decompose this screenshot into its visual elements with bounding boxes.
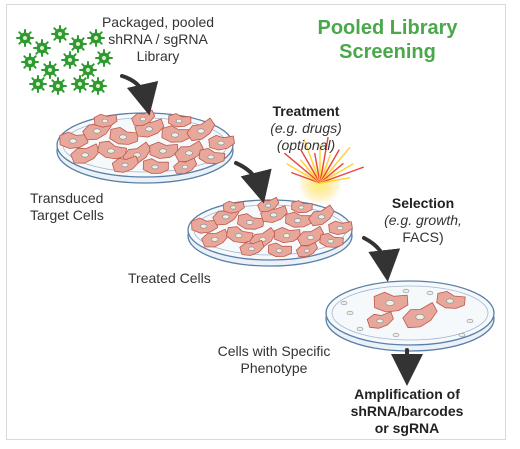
transduced-dish	[56, 109, 235, 184]
amplification-line3: or sgRNA	[374, 420, 440, 436]
cell-icon	[142, 158, 169, 174]
virus-particle-icon	[33, 39, 51, 57]
virus-particle-icon	[51, 25, 69, 43]
transduced-label: Transduced Target Cells	[30, 190, 104, 224]
treated-label: Treated Cells	[128, 270, 211, 286]
transduced-line1: Transduced	[30, 190, 104, 206]
selection-line2: FACS)	[402, 229, 444, 245]
cell-icon	[239, 240, 265, 256]
cell-debris-icon	[402, 288, 410, 294]
phenotype-dish	[325, 280, 495, 352]
cell-debris-icon	[346, 310, 354, 316]
cell-icon	[173, 157, 198, 174]
cell-icon	[291, 200, 313, 214]
figure-frame	[6, 4, 506, 440]
cell-icon	[402, 302, 438, 329]
library-line2: shRNA / sgRNA	[108, 31, 208, 47]
amplification-label: Amplification of shRNA/barcodes or sgRNA	[332, 386, 482, 437]
phenotype-label: Cells with Specific Phenotype	[204, 343, 344, 377]
virus-particle-icon	[49, 77, 67, 95]
library-label: Packaged, pooled shRNA / sgRNA Library	[88, 14, 228, 65]
cell-debris-icon	[458, 332, 466, 338]
treatment-example: (e.g. drugs)	[270, 120, 342, 136]
virus-particle-icon	[61, 51, 79, 69]
cell-icon	[93, 113, 118, 128]
treated-dish	[187, 197, 353, 267]
library-line3: Library	[136, 48, 180, 64]
cell-debris-icon	[466, 318, 474, 324]
virus-particle-icon	[95, 49, 113, 67]
selection-label: Selection (e.g. growth, FACS)	[368, 195, 478, 246]
treatment-note: (optional)	[276, 137, 336, 153]
amplification-line1: Amplification of	[354, 386, 460, 402]
cell-icon	[436, 291, 466, 309]
cell-debris-icon	[392, 332, 400, 338]
selection-heading: Selection	[391, 195, 455, 211]
virus-particle-icon	[29, 75, 47, 93]
virus-particle-icon	[89, 77, 107, 95]
cell-icon	[319, 233, 344, 248]
virus-library-cluster	[16, 25, 113, 95]
transduced-line2: Target Cells	[30, 207, 104, 223]
cell-icon	[109, 127, 139, 145]
arrow-transduced-to-treated	[234, 161, 272, 204]
diagram-title: Pooled Library Screening	[300, 16, 475, 64]
phenotype-line2: Phenotype	[240, 360, 308, 376]
virus-particle-icon	[16, 29, 34, 47]
cell-icon	[295, 242, 318, 258]
cell-debris-icon	[426, 290, 434, 296]
treatment-light-burst-icon	[284, 136, 364, 205]
cell-icon	[373, 291, 409, 313]
process-arrows	[120, 74, 423, 386]
cell-icon	[201, 228, 229, 248]
cell-icon	[222, 200, 245, 214]
cell-icon	[191, 217, 218, 234]
cell-debris-icon	[340, 300, 348, 306]
virus-particle-icon	[71, 75, 89, 93]
arrow-library-to-transduced	[120, 74, 159, 116]
virus-particle-icon	[79, 61, 97, 79]
virus-particle-icon	[69, 35, 87, 53]
cell-icon	[59, 131, 89, 149]
cell-debris-icon	[356, 326, 364, 332]
cell-icon	[366, 311, 394, 329]
title-line2: Screening	[339, 41, 436, 63]
virus-particle-icon	[21, 53, 39, 71]
cell-icon	[186, 117, 216, 142]
title-line1: Pooled Library	[317, 17, 458, 39]
cell-icon	[198, 148, 226, 165]
cell-icon	[168, 113, 192, 128]
cell-icon	[111, 155, 139, 173]
selection-example: (e.g. growth,	[384, 212, 462, 228]
library-line1: Packaged, pooled	[101, 14, 215, 30]
cell-icon	[226, 226, 254, 244]
cell-icon	[237, 213, 265, 230]
cell-icon	[208, 135, 235, 151]
amplification-line2: shRNA/barcodes	[350, 403, 464, 419]
virus-particle-icon	[41, 61, 59, 79]
cell-icon	[285, 211, 312, 228]
phenotype-line1: Cells with Specific	[217, 343, 331, 359]
treatment-label: Treatment (e.g. drugs) (optional)	[246, 103, 366, 154]
treatment-heading: Treatment	[272, 103, 340, 119]
cell-icon	[328, 220, 353, 235]
arrow-treated-to-selection	[362, 236, 401, 282]
cell-icon	[267, 242, 292, 257]
cell-icon	[308, 204, 335, 227]
virus-particle-icon	[87, 29, 105, 47]
